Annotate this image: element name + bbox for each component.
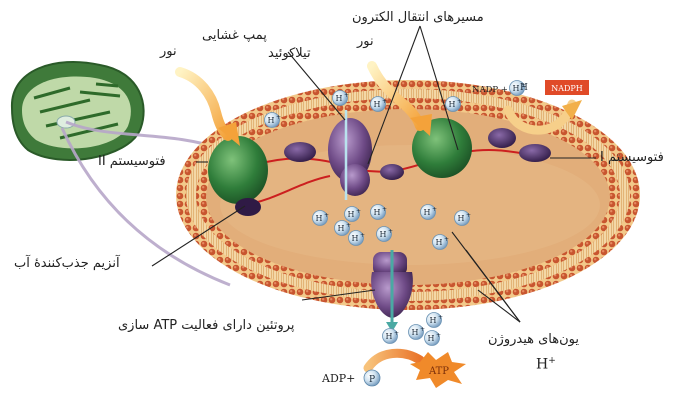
light-label-left: نور	[160, 44, 177, 59]
atp-reaction-arrow	[368, 353, 420, 368]
h-plus-sample-label: H+	[536, 356, 556, 373]
hydrogen-ion-text: H	[386, 332, 393, 341]
light-arrow-left	[180, 72, 228, 136]
hydrogen-ion-text: H	[352, 234, 359, 243]
adp-text: ADP+	[321, 372, 355, 385]
hydrogen-ion-charge: +	[432, 206, 437, 213]
water-splitting-enzyme-label: آنزیم جذب‌کنندهٔ آب	[14, 256, 120, 271]
hydrogen-ion-text: H	[412, 328, 419, 337]
hydrogen-ion-charge: +	[466, 212, 471, 219]
hydrogen-ion-text: H	[374, 100, 381, 109]
hydrogen-ion-charge: +	[388, 228, 393, 235]
ferredoxin-complex-2	[519, 144, 551, 162]
chloroplast-inset	[12, 62, 144, 160]
hydrogen-ion-charge: +	[382, 98, 387, 105]
hydrogen-ion-charge: +	[436, 332, 441, 339]
hydrogen-ion-charge: +	[420, 326, 425, 333]
nadp-h-ion-text: H	[520, 83, 528, 93]
hydrogen-ion-15: H+	[383, 329, 400, 344]
h-plus-sample-symbol: H	[536, 357, 548, 373]
hydrogen-ions-label: یون‌های هیدروژن	[488, 332, 579, 347]
hydrogen-ion-text: H	[380, 230, 387, 239]
hydrogen-ion-charge: +	[356, 208, 361, 215]
hydrogen-ion-text: H	[513, 84, 520, 93]
photosystem-1-label: فتوسیستم I	[600, 150, 664, 165]
hydrogen-ion-text: H	[336, 94, 343, 103]
hydrogen-ion-charge: +	[394, 330, 399, 337]
hydrogen-ion-text: H	[436, 238, 443, 247]
h-plus-sample-charge: +	[548, 356, 556, 366]
hydrogen-ion-text: H	[430, 316, 437, 325]
electron-paths-label: مسیرهای انتقال الکترون	[352, 10, 484, 25]
ferredoxin-complex-1	[488, 128, 516, 148]
hydrogen-ion-text: H	[268, 116, 275, 125]
thylakoid-label: تیلاکوئید	[268, 46, 311, 61]
hydrogen-ion-charge: +	[360, 232, 365, 239]
hydrogen-ion-charge: +	[382, 206, 387, 213]
hydrogen-ion-charge: +	[346, 222, 351, 229]
hydrogen-ion-charge: +	[457, 98, 462, 105]
hydrogen-ion-text: H	[338, 224, 345, 233]
nadp-text: NADP +	[472, 85, 508, 95]
hydrogen-ion-charge: +	[276, 114, 281, 121]
hydrogen-ion-text: H	[316, 214, 323, 223]
atp-text: ATP	[428, 366, 449, 377]
plastocyanin-complex	[380, 164, 404, 180]
hydrogen-ion-text: H	[374, 208, 381, 217]
photosystem-2-label: فتوسیستم II	[98, 154, 166, 169]
hydrogen-ion-charge: +	[438, 314, 443, 321]
hydrogen-ion-16: H+	[409, 325, 426, 340]
hydrogen-ion-charge: +	[444, 236, 449, 243]
hydrogen-ion-charge: +	[344, 92, 349, 99]
hydrogen-ion-text: H	[348, 210, 355, 219]
hydrogen-ion-17: H+	[427, 313, 444, 328]
atp-synthase-label: پروتئین دارای فعالیت ATP سازی	[118, 318, 295, 333]
hydrogen-ion-charge: +	[324, 212, 329, 219]
atp-synthase-complex	[371, 250, 413, 332]
phosphate-text: P	[369, 375, 375, 385]
nadph-text: NADPH	[551, 84, 583, 93]
hydrogen-ion-text: H	[428, 334, 435, 343]
light-label-right: نور	[357, 34, 374, 49]
membrane-pump-label: پمپ غشایی	[202, 28, 267, 43]
hydrogen-ion-text: H	[424, 208, 431, 217]
hydrogen-ion-text: H	[449, 100, 456, 109]
hydrogen-ion-18: H+	[425, 331, 442, 346]
cytochrome-complex-small	[284, 142, 316, 162]
hydrogen-ion-text: H	[458, 214, 465, 223]
